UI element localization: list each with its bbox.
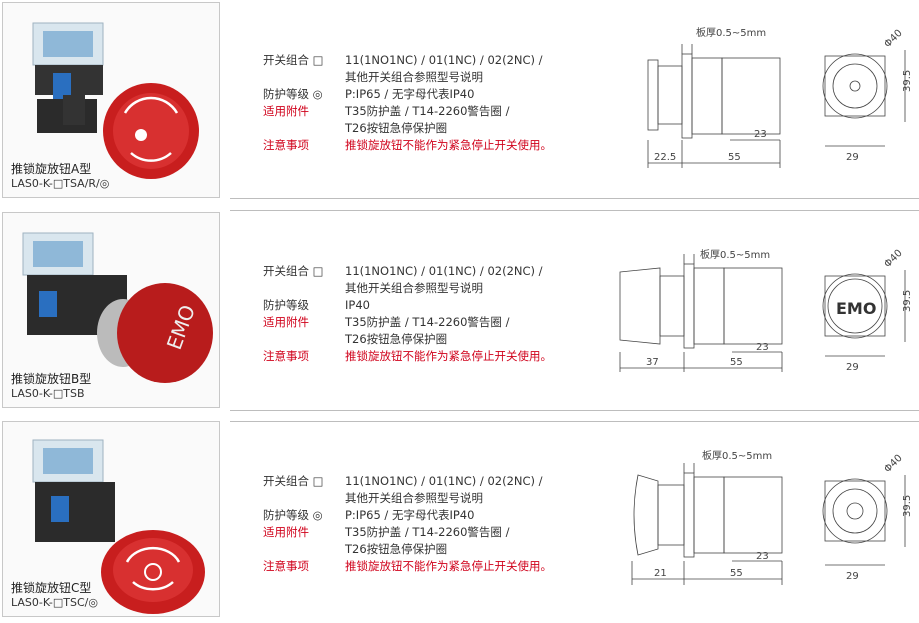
dimension-drawing: 板厚0.5~5mm 37 55 23 EMO 29 39.5 Φ40 bbox=[619, 210, 919, 414]
spec-combo-value2: 其他开关组合参照型号说明 bbox=[345, 281, 483, 295]
dim-width: 29 bbox=[846, 152, 859, 163]
product-photo: 推锁旋放钮C型 LAS0-K-□TSC/◎ bbox=[2, 421, 220, 617]
product-photo: EMO 推锁旋放钮B型 LAS0-K-□TSB bbox=[2, 212, 220, 408]
spec-combo-value2: 其他开关组合参照型号说明 bbox=[345, 70, 483, 84]
dim-width: 29 bbox=[846, 362, 859, 373]
dim-bottom: 23 bbox=[756, 342, 769, 353]
dim-dia: Φ40 bbox=[882, 453, 904, 475]
product-name: 推锁旋放钮A型 bbox=[11, 162, 92, 176]
spec-ip-value: IP40 bbox=[345, 298, 370, 312]
spec-note-label: 注意事项 bbox=[263, 138, 309, 152]
section-divider bbox=[230, 198, 919, 199]
button-face-text: EMO bbox=[836, 299, 876, 318]
spec-note-label: 注意事项 bbox=[263, 559, 309, 573]
spec-combo-value: 11(1NO1NC) / 01(1NC) / 02(2NC) / bbox=[345, 474, 543, 488]
product-section-c: 推锁旋放钮C型 LAS0-K-□TSC/◎ 开关组合 □ 11(1NO1NC) /… bbox=[0, 419, 919, 619]
dim-dia: Φ40 bbox=[882, 248, 904, 270]
dimension-drawing: 板厚0.5~5mm 21 55 23 29 39.5 Φ40 bbox=[620, 419, 919, 623]
product-section-b: EMO 推锁旋放钮B型 LAS0-K-□TSB 开关组合 □ 11(1NO1NC)… bbox=[0, 210, 919, 411]
spec-acc-value: T35防护盖 / T14-2260警告圈 / bbox=[345, 104, 510, 118]
product-photo: 推锁旋放钮A型 LAS0-K-□TSA/R/◎ bbox=[2, 2, 220, 198]
spec-block: 开关组合 □ 11(1NO1NC) / 01(1NC) / 02(2NC) / 其… bbox=[263, 263, 552, 365]
dim-body: 55 bbox=[730, 357, 743, 368]
dim-plate: 板厚0.5~5mm bbox=[700, 248, 770, 261]
product-name: 推锁旋放钮C型 bbox=[11, 581, 92, 595]
spec-note-value: 推锁旋放钮不能作为紧急停止开关使用。 bbox=[345, 349, 552, 363]
spec-acc-value2: T26按钮急停保护圈 bbox=[345, 121, 448, 135]
dim-height: 39.5 bbox=[902, 290, 913, 312]
spec-acc-value: T35防护盖 / T14-2260警告圈 / bbox=[345, 315, 510, 329]
spec-ip-value: P:IP65 / 无字母代表IP40 bbox=[345, 87, 475, 101]
dim-head: 37 bbox=[646, 357, 659, 368]
product-section-a: 推锁旋放钮A型 LAS0-K-□TSA/R/◎ 开关组合 □ 11(1NO1NC)… bbox=[0, 0, 919, 200]
spec-block: 开关组合 □ 11(1NO1NC) / 01(1NC) / 02(2NC) / 其… bbox=[263, 473, 552, 575]
spec-combo-value: 11(1NO1NC) / 01(1NC) / 02(2NC) / bbox=[345, 264, 543, 278]
spec-note-value: 推锁旋放钮不能作为紧急停止开关使用。 bbox=[345, 559, 552, 573]
dim-head: 21 bbox=[654, 568, 667, 579]
dim-bottom: 23 bbox=[756, 551, 769, 562]
dimension-drawing: 板厚0.5~5mm 22.5 55 23 29 39.5 Φ40 bbox=[620, 0, 919, 204]
dim-height: 39.5 bbox=[902, 495, 913, 517]
dim-head: 22.5 bbox=[654, 152, 676, 163]
spec-note-label: 注意事项 bbox=[263, 349, 309, 363]
spec-combo-value: 11(1NO1NC) / 01(1NC) / 02(2NC) / bbox=[345, 53, 543, 67]
spec-acc-label: 适用附件 bbox=[263, 104, 309, 118]
dim-width: 29 bbox=[846, 571, 859, 582]
spec-acc-value2: T26按钮急停保护圈 bbox=[345, 332, 448, 346]
product-model: LAS0-K-□TSC/◎ bbox=[11, 596, 98, 609]
spec-combo-value2: 其他开关组合参照型号说明 bbox=[345, 491, 483, 505]
push-lock-button-a-image bbox=[32, 22, 199, 179]
dim-height: 39.5 bbox=[902, 70, 913, 92]
dim-body: 55 bbox=[730, 568, 743, 579]
product-model: LAS0-K-□TSB bbox=[11, 387, 85, 400]
spec-combo-label: 开关组合 □ bbox=[263, 474, 324, 488]
spec-acc-label: 适用附件 bbox=[263, 315, 309, 329]
spec-acc-label: 适用附件 bbox=[263, 525, 309, 539]
dim-body: 55 bbox=[728, 152, 741, 163]
product-name: 推锁旋放钮B型 bbox=[11, 372, 92, 386]
dim-plate: 板厚0.5~5mm bbox=[696, 26, 766, 39]
spec-ip-label: 防护等级 bbox=[263, 298, 309, 312]
section-divider-top bbox=[230, 421, 919, 422]
spec-combo-label: 开关组合 □ bbox=[263, 53, 324, 67]
spec-ip-label: 防护等级 ◎ bbox=[263, 87, 323, 101]
spec-acc-value2: T26按钮急停保护圈 bbox=[345, 542, 448, 556]
spec-block: 开关组合 □ 11(1NO1NC) / 01(1NC) / 02(2NC) / 其… bbox=[263, 52, 552, 154]
push-lock-button-b-image: EMO bbox=[22, 232, 213, 383]
spec-combo-label: 开关组合 □ bbox=[263, 264, 324, 278]
section-divider-top bbox=[230, 210, 919, 211]
spec-ip-label: 防护等级 ◎ bbox=[263, 508, 323, 522]
dim-bottom: 23 bbox=[754, 129, 767, 140]
section-divider bbox=[230, 410, 919, 411]
dim-plate: 板厚0.5~5mm bbox=[702, 449, 772, 462]
product-model: LAS0-K-□TSA/R/◎ bbox=[11, 177, 110, 190]
dim-dia: Φ40 bbox=[882, 28, 904, 50]
push-lock-button-c-image bbox=[32, 439, 205, 614]
spec-note-value: 推锁旋放钮不能作为紧急停止开关使用。 bbox=[345, 138, 552, 152]
spec-ip-value: P:IP65 / 无字母代表IP40 bbox=[345, 508, 475, 522]
spec-acc-value: T35防护盖 / T14-2260警告圈 / bbox=[345, 525, 510, 539]
